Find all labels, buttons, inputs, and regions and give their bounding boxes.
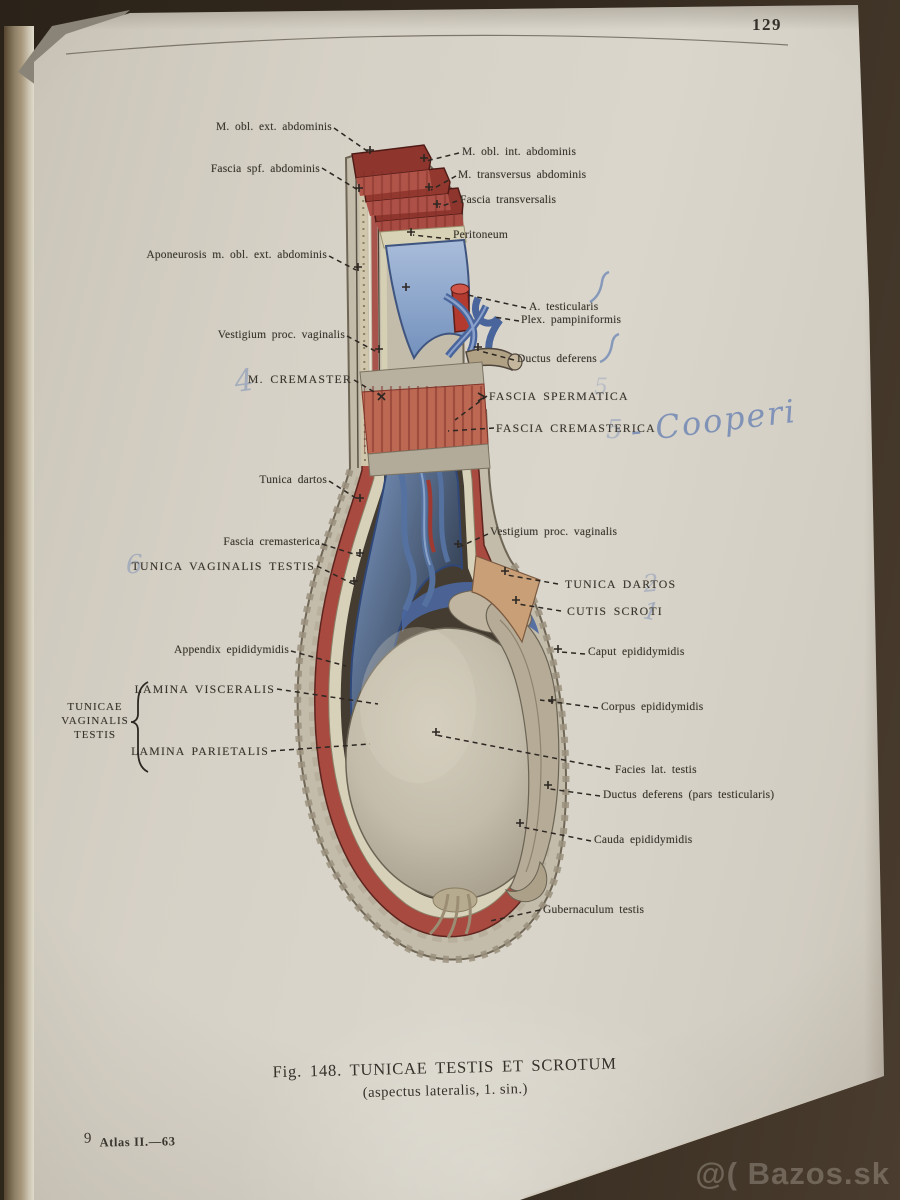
pampiniform-vessels-in-cavity — [397, 465, 451, 612]
peritoneum-shape — [384, 238, 470, 361]
label-fascia-cremasterica-left: Fascia cremasterica — [223, 536, 320, 548]
label-plex-pampiniformis: Plex. pampiniformis — [521, 314, 622, 326]
label-caput-epididymidis: Caput epididymidis — [588, 646, 685, 658]
label-m-cremaster: M. CREMASTER — [247, 372, 352, 386]
label-peritoneum: Peritoneum — [453, 229, 509, 241]
cremaster-band — [359, 361, 491, 477]
label-m-obl-ext-abdominis: M. obl. ext. abdominis — [215, 121, 332, 133]
handwritten-check-icon — [589, 270, 610, 304]
label-m-transversus-abdominis: M. transversus abdominis — [458, 169, 587, 181]
label-fascia-cremasterica-right: FASCIA CREMASTERICA — [496, 421, 656, 435]
handwritten-check-icon — [599, 332, 620, 364]
header-rule — [65, 34, 789, 55]
leader-lines — [270, 127, 611, 922]
handwritten-number: 5 — [594, 375, 608, 400]
label-lamina-parietalis: LAMINA PARIETALIS — [131, 744, 269, 758]
label-tunica-dartos-right: TUNICA DARTOS — [565, 577, 677, 591]
footer-edition-text: Atlas II.—63 — [99, 1134, 176, 1150]
page-footer: 9 Atlas II.—63 — [84, 1129, 176, 1152]
label-tunica-dartos-left: Tunica dartos — [259, 474, 327, 486]
footer-signature-number: 9 — [83, 1130, 92, 1147]
label-a-testicularis: A. testicularis — [529, 301, 599, 313]
scrotum-flesh-wedge — [471, 555, 541, 644]
label-vestigium-right: Vestigium proc. vaginalis — [490, 526, 618, 538]
label-cauda-epididymidis: Cauda epididymidis — [594, 834, 693, 846]
label-tunica-vaginalis-testis: TUNICA VAGINALIS TESTIS — [131, 559, 315, 573]
handwritten-number: 5 — [606, 415, 623, 445]
watermark: @( Bazos.sk — [695, 1156, 890, 1191]
bracket-line: VAGINALIS — [61, 715, 129, 727]
label-facies-lat-testis: Facies lat. testis — [615, 764, 697, 776]
label-fascia-transversalis: Fascia transversalis — [460, 194, 557, 206]
label-vestigium-left: Vestigium proc. vaginalis — [217, 329, 345, 341]
handwritten-number: 4 — [231, 363, 256, 400]
label-tunicae-vaginalis-testis-group: TUNICAE VAGINALIS TESTIS — [48, 700, 142, 742]
label-aponeurosis: Aponeurosis m. obl. ext. abdominis — [146, 249, 327, 261]
label-ductus-deferens: Ductus deferens — [517, 353, 597, 365]
label-gubernaculum-testis: Gubernaculum testis — [543, 904, 645, 916]
book-spine-edge — [4, 26, 34, 1200]
label-m-obl-int-abdominis: M. obl. int. abdominis — [462, 146, 577, 158]
handwritten-number: 1 — [641, 596, 661, 626]
label-cutis-scroti: CUTIS SCROTI — [567, 604, 663, 618]
bracket-brace — [130, 681, 149, 773]
label-corpus-epididymidis: Corpus epididymidis — [601, 701, 704, 713]
handwritten-number: 2 — [641, 569, 660, 598]
gubernaculum-shape — [428, 887, 478, 939]
label-fascia-spf-abdominis: Fascia spf. abdominis — [210, 163, 320, 175]
label-lamina-visceralis: LAMINA VISCERALIS — [134, 682, 275, 696]
leader-target-marks — [350, 146, 562, 827]
label-ductus-deferens-pars-testicularis: Ductus deferens (pars testicularis) — [603, 789, 775, 801]
page-number: 129 — [752, 15, 782, 34]
label-appendix-epididymidis: Appendix epididymidis — [174, 644, 289, 656]
label-fascia-spermatica: FASCIA SPERMATICA — [489, 389, 629, 403]
handwritten-number: 6 — [126, 550, 143, 580]
bracket-line: TESTIS — [73, 729, 117, 741]
bracket-line: TUNICAE — [67, 701, 123, 713]
